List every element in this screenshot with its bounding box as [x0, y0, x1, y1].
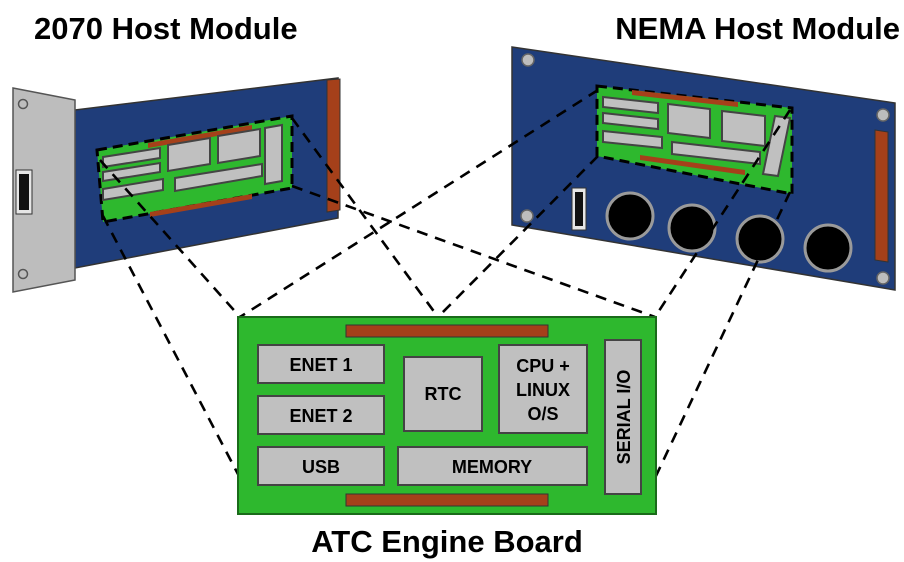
host-2070-edge-connector — [326, 78, 341, 213]
cpu-label-line3: O/S — [527, 404, 558, 424]
engine-board: ENET 1 ENET 2 USB RTC CPU + LINUX O/S ME… — [237, 316, 657, 515]
host-2070-faceplate — [12, 87, 76, 293]
title-2070-host-module: 2070 Host Module — [34, 11, 298, 46]
rtc-chip — [403, 356, 483, 432]
usb-label: USB — [302, 457, 340, 477]
host-nema-round-connector-4 — [803, 223, 853, 273]
host-nema-screw-bl — [520, 209, 534, 223]
projection-lines — [99, 88, 792, 479]
host-nema-round-connector-2 — [667, 203, 717, 253]
enet1-chip — [257, 344, 385, 384]
host-nema-round-connector-3 — [735, 214, 785, 264]
engine-bottom-connector — [345, 493, 549, 507]
title-nema-host-module: NEMA Host Module — [615, 11, 900, 46]
rtc-label: RTC — [425, 384, 462, 404]
cpu-label-line2: LINUX — [516, 380, 570, 400]
host-nema-screw-tr — [876, 108, 890, 122]
host-nema-screw-tl — [521, 53, 535, 67]
host-2070-module — [12, 77, 341, 293]
engine-top-connector — [345, 324, 549, 338]
host-nema-module — [511, 46, 896, 291]
serial-io-chip — [604, 339, 642, 495]
title-atc-engine-board: ATC Engine Board — [311, 524, 583, 559]
enet2-label: ENET 2 — [289, 406, 352, 426]
memory-label: MEMORY — [452, 457, 532, 477]
host-nema-screw-br — [876, 271, 890, 285]
host-2070-screw-top — [17, 98, 29, 110]
cpu-label-line1: CPU + — [516, 356, 570, 376]
serial-io-label: SERIAL I/O — [614, 370, 634, 465]
enet2-chip — [257, 395, 385, 435]
host-nema-round-connector-1 — [605, 191, 655, 241]
enet1-label: ENET 1 — [289, 355, 352, 375]
host-nema-edge-connector — [874, 129, 889, 263]
memory-chip — [397, 446, 588, 486]
cpu-chip — [498, 344, 588, 434]
usb-chip — [257, 446, 385, 486]
host-2070-screw-bottom — [17, 268, 29, 280]
